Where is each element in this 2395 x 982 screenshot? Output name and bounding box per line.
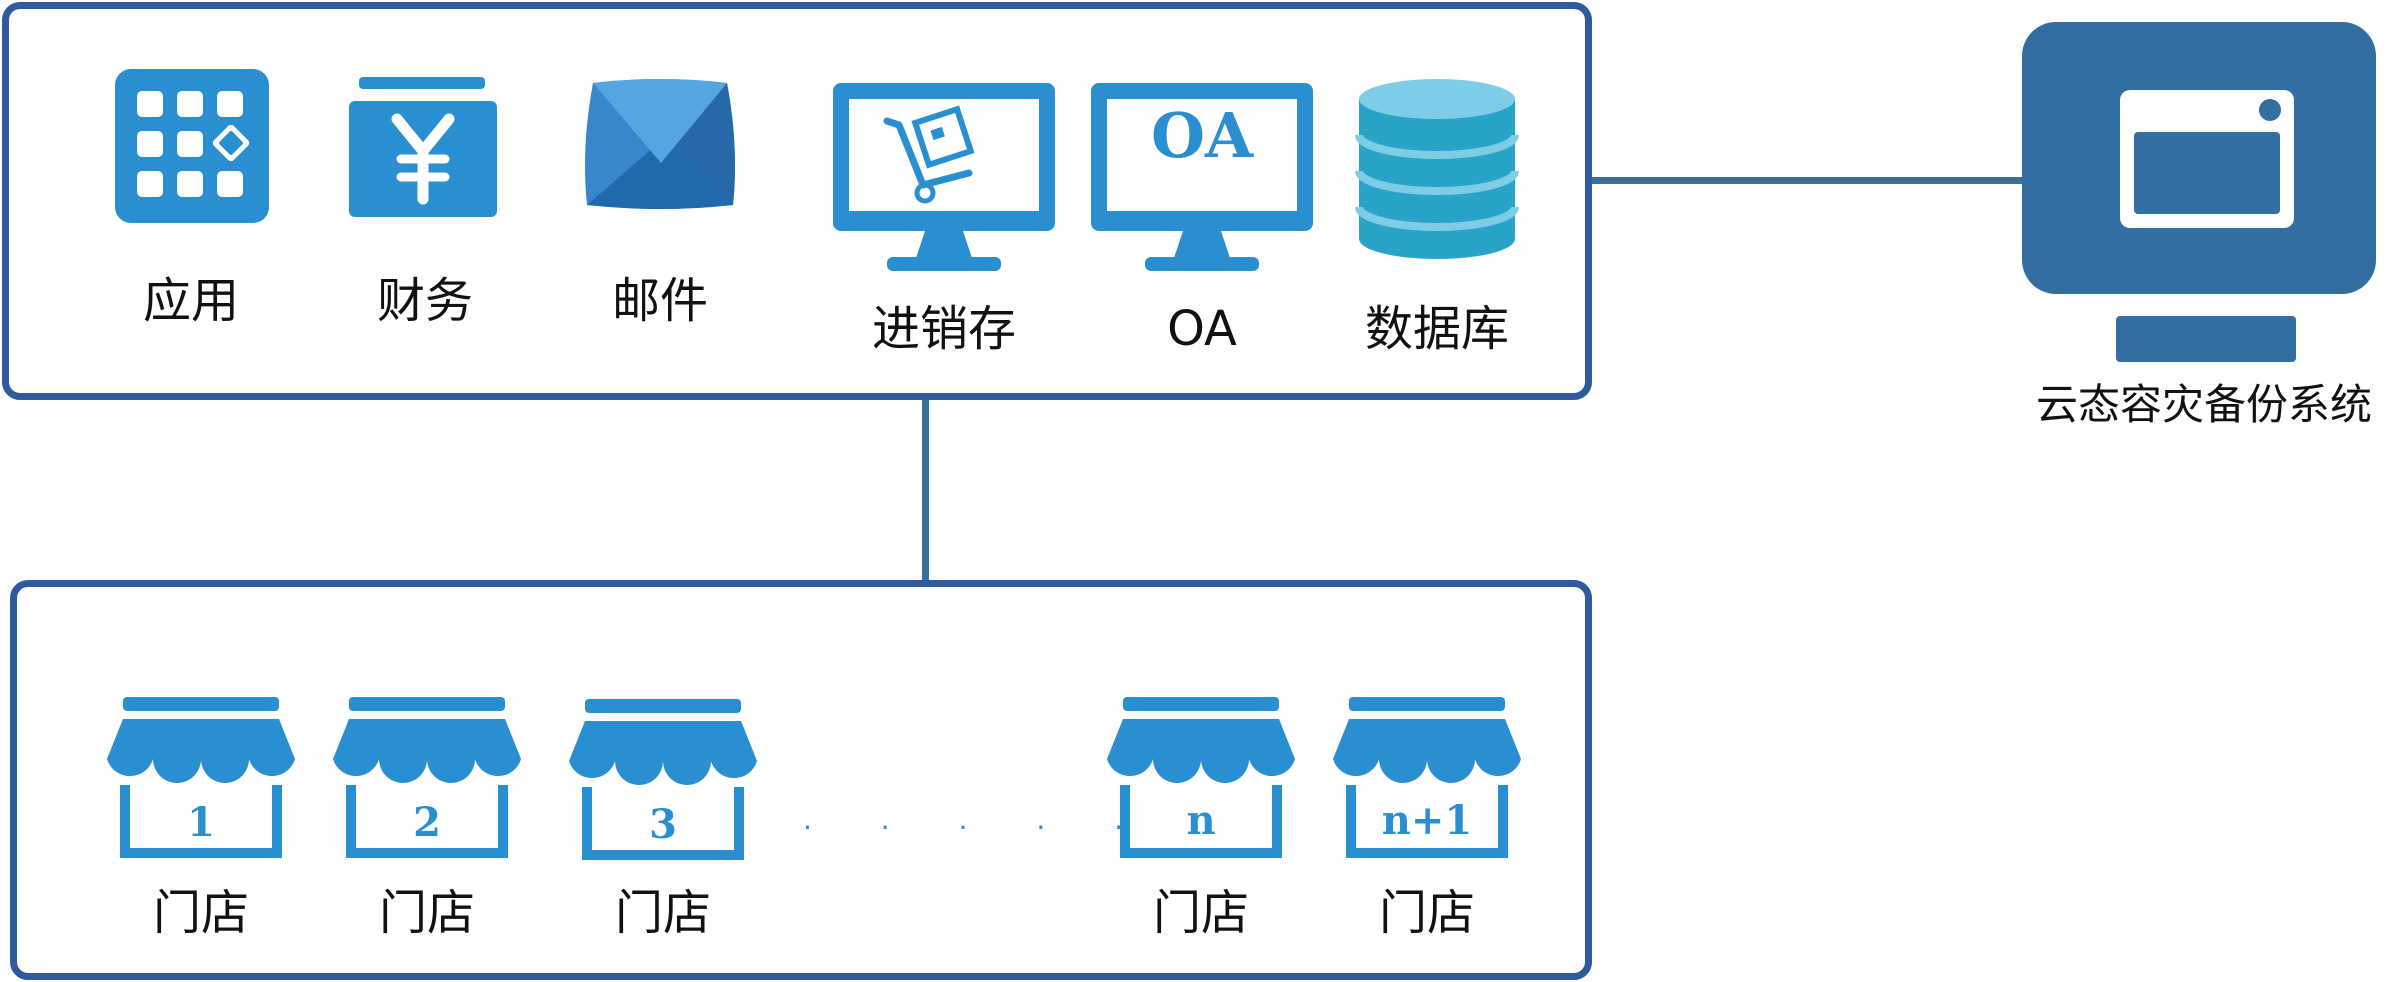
- store-icon: [333, 697, 521, 858]
- store-number-2: 2: [413, 799, 441, 846]
- store-icon: [569, 699, 757, 860]
- store-label-n-plus-1: 门店: [1378, 885, 1475, 941]
- finance-node: 财务: [345, 67, 505, 337]
- store-node-2: 2 门店: [327, 697, 527, 947]
- store-icon: [1333, 697, 1521, 858]
- store-label-n: 门店: [1152, 885, 1249, 941]
- connector-to-backup: [1586, 177, 2026, 184]
- store-ellipsis: · · · · · ·: [803, 811, 1231, 844]
- app-label: 应用: [142, 273, 239, 329]
- store-node-3: 3 门店: [563, 699, 763, 949]
- backup-node: 云态容灾备份系统: [2018, 22, 2390, 442]
- oa-label: OA: [1167, 301, 1237, 357]
- store-label-1: 门店: [152, 885, 249, 941]
- store-node-1: 1 门店: [101, 697, 301, 947]
- inventory-label: 进销存: [871, 301, 1016, 357]
- inventory-node: 进销存: [829, 77, 1059, 367]
- database-icon: [1355, 79, 1519, 259]
- app-node: 应用: [111, 67, 271, 337]
- mail-envelope-icon: [585, 79, 735, 209]
- oa-monitor-icon: [1091, 83, 1313, 271]
- store-number-3: 3: [649, 801, 677, 848]
- mail-label: 邮件: [611, 273, 708, 329]
- store-label-3: 门店: [614, 885, 711, 941]
- mail-node: 邮件: [575, 67, 745, 337]
- database-label: 数据库: [1364, 301, 1509, 357]
- store-label-2: 门店: [378, 885, 475, 941]
- store-node-n: n 门店: [1101, 697, 1301, 947]
- store-number-n-plus-1: n+1: [1381, 797, 1473, 844]
- app-grid-icon: [115, 69, 269, 223]
- finance-label: 财务: [376, 273, 473, 329]
- backup-monitor-icon: [2022, 22, 2376, 362]
- oa-node: OA OA: [1087, 77, 1317, 367]
- oa-screen-text: OA: [1150, 99, 1254, 172]
- store-node-n-plus-1: n+1 门店: [1327, 697, 1527, 947]
- central-systems-panel: 应用 财务 邮件: [2, 2, 1592, 400]
- store-icon: [1107, 697, 1295, 858]
- database-node: 数据库: [1355, 79, 1519, 369]
- inventory-monitor-icon: [833, 83, 1055, 271]
- stores-panel: 1 门店 2 门店 3 门店 · · · · · · n 门店: [10, 580, 1592, 980]
- store-number-n: n: [1186, 797, 1216, 844]
- backup-label: 云态容灾备份系统: [2035, 380, 2372, 429]
- connector-to-stores: [922, 395, 929, 585]
- store-icon: [107, 697, 295, 858]
- store-number-1: 1: [187, 799, 215, 846]
- finance-yen-icon: [349, 77, 497, 217]
